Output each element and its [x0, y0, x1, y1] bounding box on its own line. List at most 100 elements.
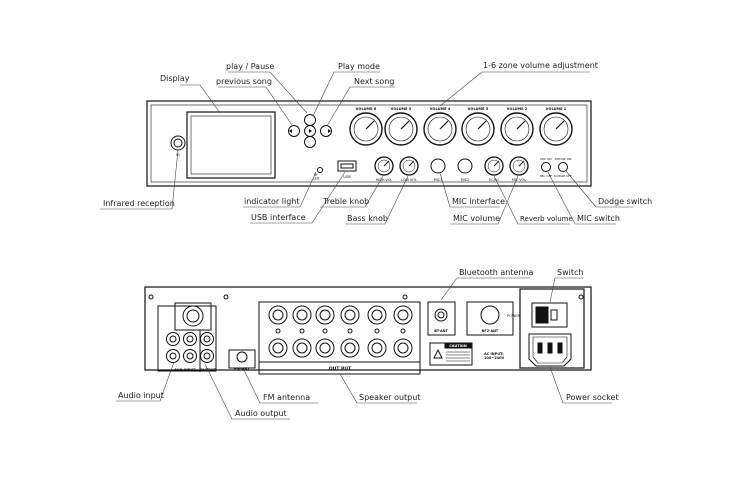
leader-fm-antenna: [242, 367, 318, 404]
treble-knob-inner: [377, 159, 391, 173]
power-switch-rocker: [535, 306, 549, 324]
leader-audio-input: [116, 361, 175, 402]
previous-icon: [289, 129, 292, 133]
power-label: POWER: [507, 314, 521, 318]
leader-next-song: [326, 86, 395, 127]
fm-ant-label: FM-ANT: [234, 367, 250, 371]
output-rca-jack-core-0: [203, 335, 211, 343]
leader-play-mode: [312, 71, 380, 117]
echo-knob-pointer: [493, 160, 500, 167]
aux-rca-jack-3: [183, 349, 197, 363]
callout-leader-lines: [100, 71, 633, 420]
mic-on-label: MIC ON: [540, 157, 551, 161]
usb-label: USB: [343, 175, 351, 179]
echo-knob: [484, 156, 504, 176]
volume-knob-pointer-2: [516, 120, 526, 130]
speaker-terminal-top-0: [268, 305, 288, 325]
power-socket-inner: [532, 336, 568, 364]
callout-mic-interface: MIC interface: [452, 197, 506, 206]
ir-sensor: [170, 135, 186, 151]
power-socket-pin-center: [547, 342, 553, 354]
mic2-jack: [457, 158, 473, 174]
callout-switch: Switch: [557, 268, 584, 277]
rf2-ant-label: RF2-ANT: [482, 329, 499, 333]
callout-bluetooth-antenna: Bluetooth antenna: [459, 268, 534, 277]
callout-play-pause: play / Pause: [226, 62, 275, 71]
leader-previous-song: [218, 86, 293, 126]
mic-vol-knob-label: MIC VOL: [512, 178, 526, 182]
leader-display: [180, 84, 221, 114]
volume-label-2: VOLUME 2: [507, 107, 528, 111]
callout-treble-knob: Treble knob: [323, 197, 370, 206]
aux-rca-jack-core-2: [186, 335, 194, 343]
leader-speaker-output: [339, 373, 417, 404]
caution-header-bar: [444, 342, 473, 349]
callout-dodge-switch: Dodge switch: [598, 197, 653, 206]
treble-knob-pointer: [383, 160, 390, 167]
mic-switch: [541, 162, 551, 172]
volume-knob-inner-6: [353, 116, 379, 142]
top-connector-inner: [186, 309, 200, 323]
bass-knob: [399, 156, 419, 176]
ir-label: IR: [176, 153, 180, 157]
leader-bluetooth-antenna: [440, 277, 530, 301]
volume-knob-inner-5: [388, 116, 414, 142]
volume-knob-pointer-1: [555, 120, 565, 130]
speaker-terminal-top-5: [393, 305, 413, 325]
speaker-terminal-bottom-0: [268, 338, 288, 358]
mic-vol-knob: [509, 156, 529, 176]
speaker-terminal-dot-3: [347, 328, 353, 334]
power-socket: [528, 333, 572, 367]
mic-off-label: MIC OFF: [540, 174, 553, 178]
leader-switch: [549, 277, 583, 303]
display-screen-inner: [190, 115, 272, 175]
ac-input-label: 100~240V: [484, 356, 505, 360]
screw-hole-1: [402, 294, 408, 300]
speaker-terminal-bottom-5: [393, 338, 413, 358]
leader-audio-output: [204, 363, 290, 420]
speaker-terminal-bottom-core-3: [344, 342, 356, 354]
dodge-on-label: DODGE ON: [555, 157, 572, 161]
volume-label-1: VOLUME 1: [546, 107, 567, 111]
next-icon: [328, 129, 331, 133]
speaker-terminal-top-core-0: [272, 309, 284, 321]
bt-antenna-block: [427, 301, 456, 336]
leader-usb-interface: [250, 171, 346, 224]
callout-fm-antenna: FM antenna: [263, 393, 311, 402]
volume-label-5: VOLUME 5: [391, 107, 412, 111]
power-socket-pin-left: [537, 342, 543, 354]
leader-mic-switch: [547, 171, 616, 225]
mic-vol-knob-inner: [512, 159, 526, 173]
power-block: [519, 288, 585, 369]
speaker-terminal-top-core-5: [397, 309, 409, 321]
mic2-jack-label: MIC2: [461, 178, 469, 182]
rf-led-label: LED: [313, 177, 320, 181]
usb-port-tongue: [340, 163, 354, 169]
leader-treble-knob: [320, 175, 384, 208]
out-put-label: OUT PUT: [329, 366, 352, 372]
fm-antenna-block: [228, 349, 256, 369]
speaker-terminal-bottom-2: [315, 338, 335, 358]
callout-mic-switch: MIC switch: [577, 214, 620, 223]
echo-knob-label: ECHO: [489, 178, 499, 182]
speaker-terminal-dot-2: [322, 328, 328, 334]
ac-input-label: AC INPUT:: [484, 352, 504, 356]
bt-antenna-jack-core: [437, 311, 445, 319]
top-connector: [182, 305, 204, 327]
rear-panel-outline: [144, 286, 592, 371]
speaker-terminal-top-core-3: [344, 309, 356, 321]
bass-knob-inner: [402, 159, 416, 173]
leader-play-pause: [228, 71, 308, 114]
callout-audio-output: Audio output: [235, 409, 287, 418]
power-socket-pin-right: [557, 342, 563, 354]
callout-indicator-light: indicator light: [244, 197, 300, 206]
front-panel-inner-border: [150, 104, 588, 183]
callout-speaker-output: Speaker output: [359, 393, 421, 402]
volume-knob-6: [349, 112, 383, 146]
callout-infrared: Infrared reception: [103, 199, 175, 208]
volume-label-3: VOLUME 3: [468, 107, 489, 111]
dodge-off-label: DODGE OFF: [554, 174, 572, 178]
volume-knob-1: [539, 112, 573, 146]
volume-knob-pointer-3: [477, 120, 487, 130]
